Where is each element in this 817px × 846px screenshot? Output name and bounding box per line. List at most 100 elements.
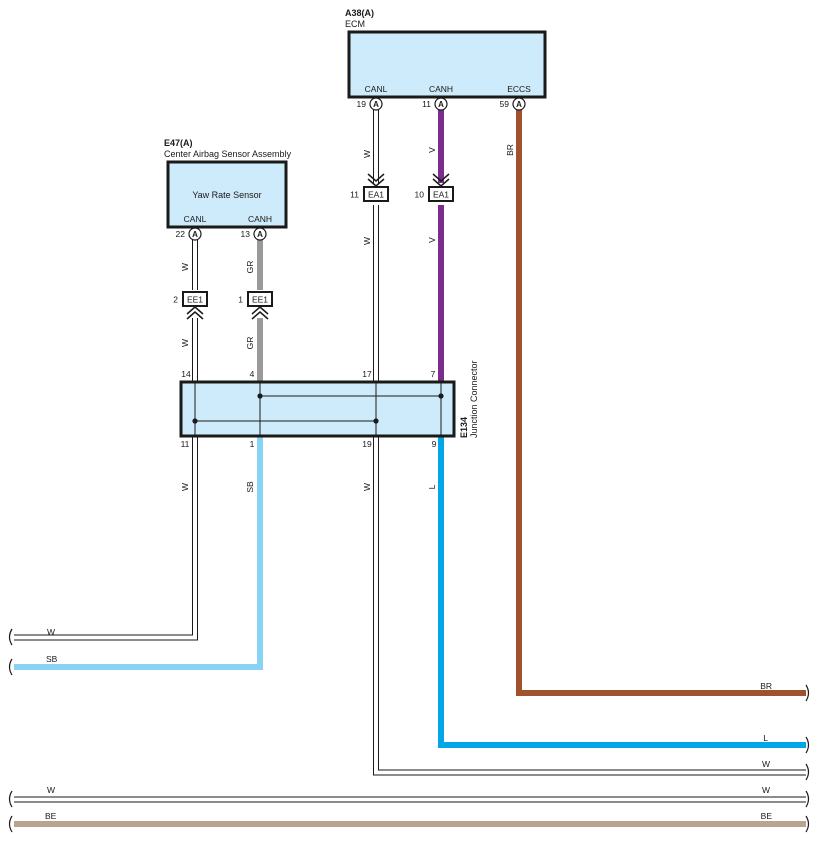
- wire-jc-19: [373, 436, 806, 776]
- wire-colour-labels: W W V V BR W W GR GR W SB W L W SB BR L …: [45, 144, 772, 821]
- wire-label: W: [47, 785, 55, 795]
- wire-jc-1: [14, 436, 263, 670]
- ecm-canh-pin-conn: A: [438, 100, 444, 109]
- ecm-eccs-pin-conn: A: [516, 100, 522, 109]
- ee1-canl-name: EE1: [187, 295, 203, 305]
- junction-top-pin-14: 14: [181, 369, 191, 379]
- break-right-l: [805, 736, 810, 754]
- ee1-canl-chevrons: [186, 306, 204, 320]
- junction-top-pin-17: 17: [362, 369, 372, 379]
- wire-label: BR: [505, 144, 515, 156]
- ecm-canh-pin-circle: [434, 97, 448, 111]
- airbag-name: Center Airbag Sensor Assembly: [164, 149, 292, 159]
- junction-splice-dot: [438, 393, 444, 399]
- ecm-component: A38(A) ECM CANL CANH ECCS 19 A 11 A 59 A: [345, 8, 547, 111]
- airbag-canl-pin-conn: A: [192, 230, 198, 239]
- ea1-canl-name: EA1: [368, 190, 384, 200]
- break-right-w1: [805, 763, 810, 781]
- wire-label: W: [180, 339, 190, 347]
- break-right-full-be: [805, 815, 810, 833]
- ecm-canl-pin-number: 19: [357, 99, 367, 109]
- ecm-canl-label: CANL: [365, 84, 388, 94]
- airbag-canh-pin-number: 13: [241, 229, 251, 239]
- break-right-full-w: [805, 790, 810, 808]
- wire-label: W: [180, 263, 190, 271]
- ecm-canl-pin-circle: [369, 97, 383, 111]
- wire-label: W: [762, 759, 770, 769]
- wires: [14, 110, 806, 827]
- airbag-box: [166, 160, 288, 229]
- break-right-br: [805, 684, 810, 702]
- wire-airbag-canl: [192, 240, 198, 382]
- wire-ecm-eccs: [516, 110, 806, 696]
- wire-label: BR: [760, 681, 772, 691]
- break-left-full-be: [8, 815, 13, 833]
- junction-code: E134: [459, 417, 469, 438]
- ecm-eccs-pin-number: 59: [500, 99, 510, 109]
- ea1-canh-name: EA1: [433, 190, 449, 200]
- airbag-canl-label: CANL: [184, 214, 207, 224]
- inline-connectors: EA1 11 EA1 10 EE1 2 EE1 1: [173, 173, 454, 320]
- ee1-canl-pin: 2: [173, 295, 178, 305]
- junction-box: [179, 380, 456, 438]
- ecm-canh-label: CANH: [429, 84, 453, 94]
- ecm-code: A38(A): [345, 8, 374, 18]
- junction-connector: 14 4 17 7 11 1 19 9 E134 Junction Connec…: [179, 360, 479, 449]
- ee1-canh-chevrons: [251, 306, 269, 320]
- wire-label: W: [362, 483, 372, 491]
- break-left-full-w: [8, 790, 13, 808]
- junction-name: Junction Connector: [469, 360, 479, 438]
- ea1-canh-pin: 10: [415, 190, 425, 200]
- ecm-eccs-pin-circle: [512, 97, 526, 111]
- wire-label: W: [362, 237, 372, 245]
- junction-bottom-pin-9: 9: [432, 439, 437, 449]
- ea1-canl-box: [363, 186, 389, 202]
- airbag-inner-label: Yaw Rate Sensor: [192, 190, 261, 200]
- junction-bottom-pin-1: 1: [250, 439, 255, 449]
- wire-label: GR: [245, 261, 255, 274]
- break-left-sb: [8, 658, 13, 676]
- wire-label: L: [763, 733, 768, 743]
- junction-top-pin-7: 7: [431, 369, 436, 379]
- wire-label: SB: [245, 481, 255, 493]
- wire-full-w: [14, 796, 806, 803]
- junction-top-pin-4: 4: [250, 369, 255, 379]
- wire-label: V: [427, 237, 437, 243]
- wire-ecm-canl: [373, 110, 379, 382]
- wire-label: W: [180, 483, 190, 491]
- ee1-canh-pin: 1: [238, 295, 243, 305]
- wire-label: W: [47, 627, 55, 637]
- wire-label: V: [427, 147, 437, 153]
- wire-label: BE: [45, 811, 57, 821]
- ecm-canl-pin-conn: A: [373, 100, 379, 109]
- wire-jc-9: [438, 436, 806, 748]
- wire-jc-11: [14, 436, 198, 641]
- junction-splice-dot: [373, 418, 379, 424]
- ea1-canl-pin: 11: [350, 190, 359, 200]
- wire-label: SB: [46, 654, 58, 664]
- break-left-w: [8, 628, 13, 646]
- wire-label: L: [427, 484, 437, 489]
- airbag-canh-label: CANH: [248, 214, 272, 224]
- airbag-sensor-component: E47(A) Center Airbag Sensor Assembly Yaw…: [164, 138, 292, 241]
- ecm-name: ECM: [345, 19, 365, 29]
- ee1-canh-box: [247, 291, 273, 307]
- ecm-canh-pin-number: 11: [422, 99, 431, 109]
- junction-splice-dot: [192, 418, 198, 424]
- junction-bottom-pin-11: 11: [181, 439, 190, 449]
- airbag-canh-pin-circle: [253, 227, 267, 241]
- ea1-canl-chevrons: [367, 173, 385, 187]
- junction-bottom-pin-19: 19: [362, 439, 372, 449]
- ea1-canh-box: [428, 186, 454, 202]
- airbag-canh-pin-conn: A: [257, 230, 263, 239]
- wire-label: GR: [245, 337, 255, 350]
- junction-splice-dot: [257, 393, 263, 399]
- wire-label: BE: [761, 811, 773, 821]
- airbag-canl-pin-circle: [188, 227, 202, 241]
- wire-break-marks: [8, 628, 810, 833]
- wire-label: W: [362, 150, 372, 158]
- airbag-canl-pin-number: 22: [176, 229, 186, 239]
- ee1-canh-name: EE1: [252, 295, 268, 305]
- airbag-code: E47(A): [164, 138, 193, 148]
